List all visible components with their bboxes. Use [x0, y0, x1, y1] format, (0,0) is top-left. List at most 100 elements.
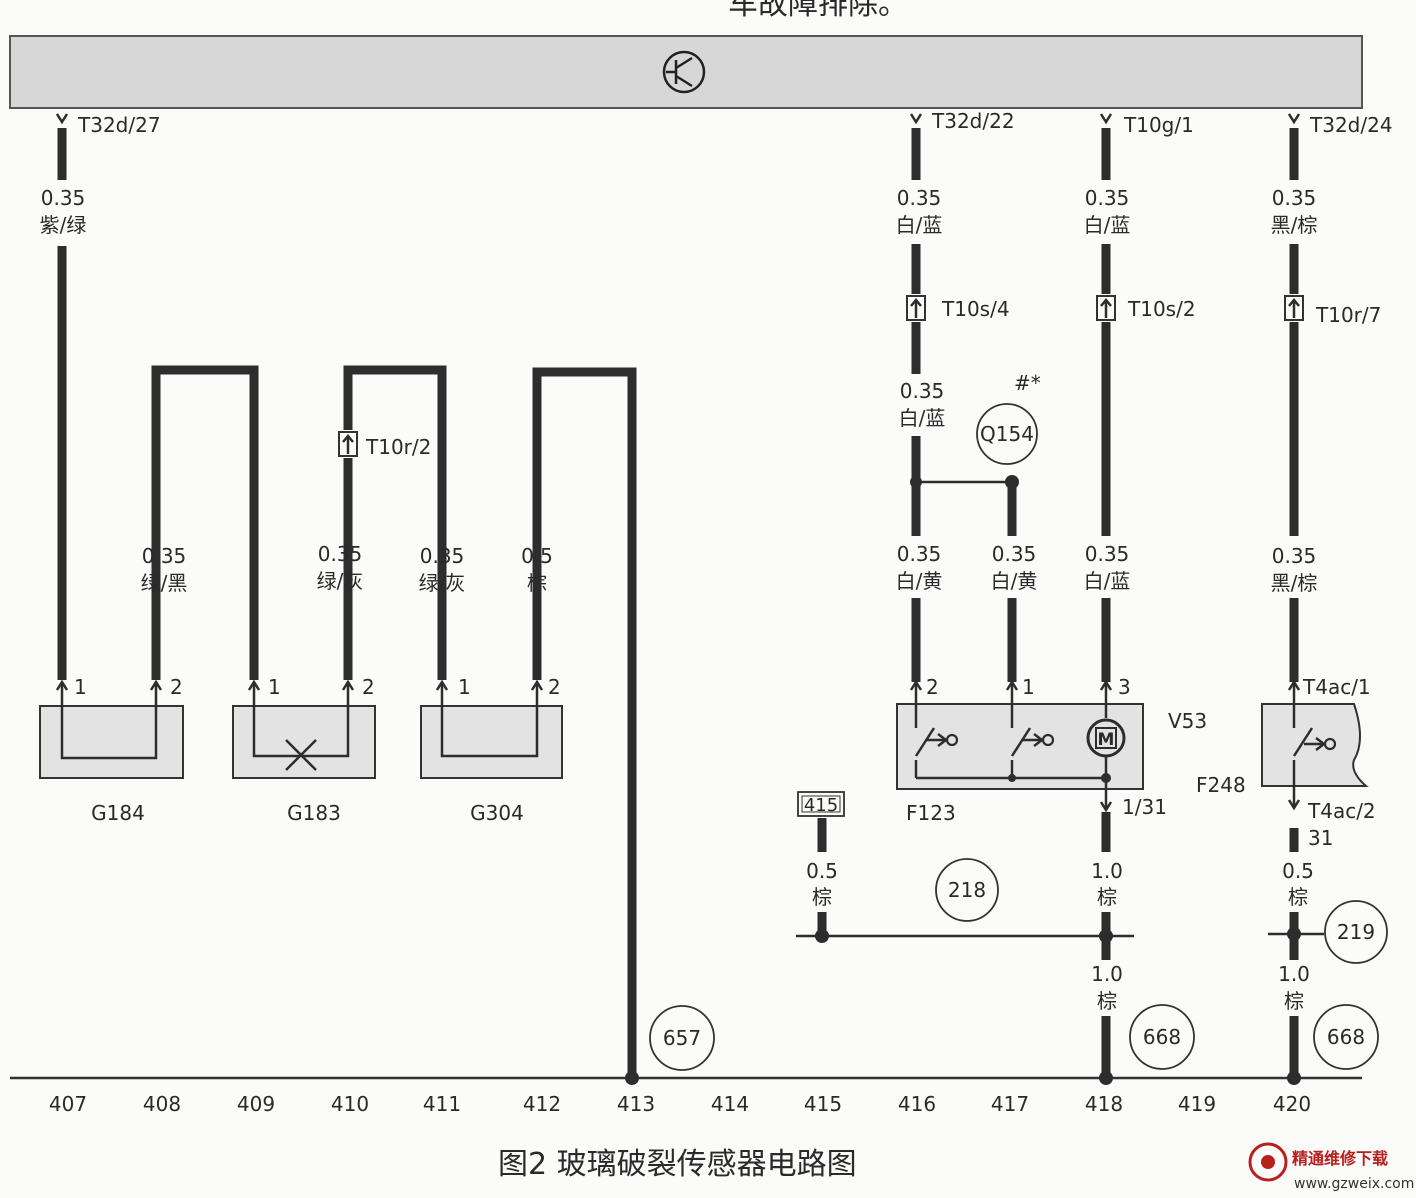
connector-label: T10r/7	[1315, 303, 1381, 327]
ref-circle-668-b: 668	[1313, 1004, 1379, 1070]
component-label: F123	[906, 801, 956, 825]
connector-label: T32d/24	[1309, 113, 1393, 137]
splice-dot	[815, 929, 829, 943]
component-g184: 1 2 G184	[39, 675, 184, 825]
svg-text:白/黄: 白/黄	[896, 569, 943, 593]
grid-number: 413	[617, 1092, 655, 1116]
wire-spec-418-gnd2: 1.0 棕	[1091, 962, 1123, 1013]
wire-spec-418-low: 0.35 白/蓝	[1084, 542, 1131, 593]
svg-text:白/蓝: 白/蓝	[896, 213, 943, 237]
grid-number: 417	[991, 1092, 1029, 1116]
grid-number: 419	[1178, 1092, 1216, 1116]
grid-number: 410	[331, 1092, 369, 1116]
pin-label: 2	[926, 675, 939, 699]
grid-number: 411	[423, 1092, 461, 1116]
pin-label: 1	[74, 675, 87, 699]
note-mark: #*	[1014, 371, 1041, 395]
svg-text:紫/绿: 紫/绿	[40, 213, 87, 237]
inline-connector-t10r2: T10r/2	[338, 431, 431, 459]
pin-label: T4ac/2	[1307, 799, 1376, 823]
ref-box-415: 415	[797, 791, 845, 817]
svg-text:219: 219	[1337, 920, 1375, 944]
wire-spec-416-top: 0.35 白/蓝	[896, 186, 943, 237]
wire-loop-410-411	[343, 365, 447, 680]
wire-spec-415-gnd: 0.5 棕	[806, 859, 838, 909]
svg-text:0.35: 0.35	[1272, 544, 1317, 568]
splice-dot	[910, 476, 922, 488]
svg-text:棕: 棕	[527, 571, 547, 595]
ref-circle-219: 219	[1324, 900, 1388, 964]
component-label: G304	[470, 801, 524, 825]
svg-text:绿/黑: 绿/黑	[141, 571, 188, 595]
component-label: V53	[1168, 709, 1207, 733]
inline-connector-t10r7: T10r/7	[1284, 295, 1381, 327]
svg-text:0.35: 0.35	[318, 542, 363, 566]
svg-text:0.35: 0.35	[897, 542, 942, 566]
svg-text:棕: 棕	[1097, 989, 1117, 1013]
svg-text:黑/棕: 黑/棕	[1271, 213, 1318, 237]
ref-circle-668-a: 668	[1129, 1004, 1195, 1070]
svg-text:668: 668	[1143, 1025, 1181, 1049]
svg-text:绿/灰: 绿/灰	[419, 571, 466, 595]
svg-text:1.0: 1.0	[1091, 859, 1123, 883]
ref-circle-q154: Q154	[976, 403, 1038, 465]
svg-text:0.35: 0.35	[1085, 186, 1130, 210]
watermark: 精通维修下载 www.gzweix.com	[1248, 1142, 1414, 1192]
pin-label: 1	[1022, 675, 1035, 699]
component-f123-v53: M 2 1 3 1/31 V53 F123	[896, 675, 1207, 825]
grid-number: 415	[804, 1092, 842, 1116]
pin-label: 1	[268, 675, 281, 699]
svg-text:白/蓝: 白/蓝	[899, 406, 946, 430]
svg-text:0.35: 0.35	[1085, 542, 1130, 566]
ground-dot	[1099, 1071, 1113, 1085]
wire-spec-416-low: 0.35 白/黄	[896, 542, 943, 593]
svg-text:0.35: 0.35	[900, 379, 945, 403]
wire-spec-412: 0.5 棕	[521, 544, 553, 595]
svg-text:0.35: 0.35	[420, 544, 465, 568]
svg-text:0.35: 0.35	[897, 186, 942, 210]
pin-label: 1	[458, 675, 471, 699]
wire-spec-420-top: 0.35 黑/棕	[1271, 186, 1318, 237]
svg-text:0.35: 0.35	[992, 542, 1037, 566]
watermark-title: 精通维修下载	[1292, 1149, 1388, 1168]
grid-number: 408	[143, 1092, 181, 1116]
svg-text:棕: 棕	[1288, 885, 1308, 909]
component-label: G184	[91, 801, 145, 825]
splice-dot	[1099, 929, 1113, 943]
pin-label: 1/31	[1122, 795, 1167, 819]
wire-spec-407: 0.35 紫/绿	[40, 186, 87, 237]
grid-number: 407	[49, 1092, 87, 1116]
wire-loop-412-413	[532, 367, 637, 1078]
svg-text:Q154: Q154	[980, 422, 1034, 446]
wire-spec-420-low: 0.35 黑/棕	[1271, 544, 1318, 595]
component-g183: 1 2 G183	[232, 675, 376, 825]
top-connector-407: T32d/27	[55, 113, 161, 137]
svg-text:棕: 棕	[1097, 885, 1117, 909]
component-label: G183	[287, 801, 341, 825]
top-connector-416: T32d/22	[909, 109, 1015, 133]
wire-spec-420-gnd: 0.5 棕	[1282, 859, 1314, 909]
svg-text:0.35: 0.35	[1272, 186, 1317, 210]
inline-connector-t10s4: T10s/4	[906, 295, 1010, 321]
top-connector-420: T32d/24	[1287, 113, 1393, 137]
wire-spec-417-low: 0.35 白/黄	[991, 542, 1038, 593]
motor-icon	[1095, 727, 1117, 749]
wire-spec-408: 0.35 绿/黑	[141, 544, 188, 595]
grid-number: 412	[523, 1092, 561, 1116]
wire-spec-410: 0.35 绿/灰	[317, 542, 364, 593]
svg-text:1.0: 1.0	[1278, 962, 1310, 986]
svg-text:1.0: 1.0	[1091, 962, 1123, 986]
pin-label: 3	[1118, 675, 1131, 699]
wire-spec-411: 0.35 绿/灰	[419, 544, 466, 595]
svg-text:0.5: 0.5	[806, 859, 838, 883]
transistor-icon	[662, 50, 706, 94]
pin-label: 2	[362, 675, 375, 699]
component-g304: 1 2 G304	[420, 675, 563, 825]
svg-text:白/蓝: 白/蓝	[1084, 569, 1131, 593]
svg-text:棕: 棕	[1284, 989, 1304, 1013]
svg-text:绿/灰: 绿/灰	[317, 569, 364, 593]
pin-label: T4ac/1	[1302, 675, 1371, 699]
pin-label: 2	[548, 675, 561, 699]
svg-text:黑/棕: 黑/棕	[1271, 571, 1318, 595]
